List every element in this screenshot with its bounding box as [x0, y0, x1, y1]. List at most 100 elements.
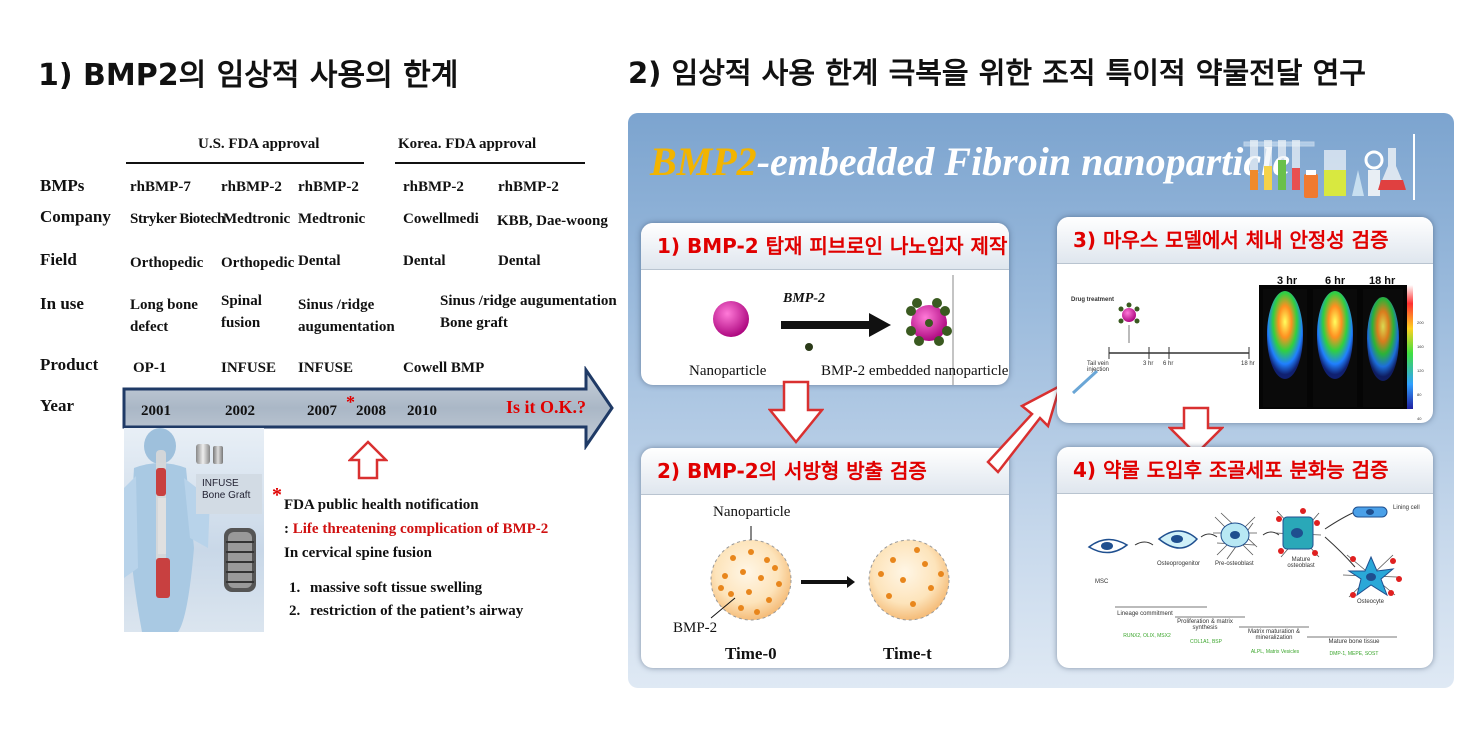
warning-up-arrow: [348, 440, 388, 480]
card-nanoparticle-fabrication: 1) BMP-2 탑재 피브로인 나노입자 제작 BMP-2 Nanoparti…: [641, 223, 1009, 385]
bmps-cell: rhBMP-7: [130, 179, 191, 195]
field-cell: Dental: [298, 253, 341, 269]
mouse-images: [1263, 289, 1403, 407]
notice-item-1: massive soft tissue swelling: [310, 580, 483, 596]
korea-fda-rule: [395, 162, 585, 164]
image-time-label: 18 hr: [1369, 275, 1396, 287]
notice-item-2-num: 2.: [289, 603, 301, 619]
stage-label: Osteocyte: [1357, 599, 1385, 605]
release-bmp2-label: BMP-2: [673, 620, 718, 636]
year-cell: 2001: [141, 403, 171, 419]
marker-label: DMP-1, MEPE, SOST: [1329, 651, 1379, 657]
timeline-tick-label: 6 hr: [1163, 361, 1174, 367]
osteoblast-differentiation-diagram: [1087, 506, 1402, 638]
company-cell: KBB, Dae-woong: [497, 213, 608, 229]
product-cell: INFUSE: [221, 360, 277, 376]
bone-graft-label: Bone Graft: [202, 490, 251, 501]
bmps-cell: rhBMP-2: [498, 179, 559, 195]
row-label-company: Company: [40, 207, 111, 226]
sustained-release-diagram: [710, 526, 950, 621]
bmps-cell: rhBMP-2: [221, 179, 282, 195]
row-label-bmps: BMPs: [40, 176, 85, 195]
nanoparticle-label: Nanoparticle: [689, 363, 767, 379]
bmps-cell: rhBMP-2: [403, 179, 464, 195]
company-cell: Stryker Biotech: [130, 211, 225, 227]
stage-label: Lining cell: [1393, 505, 1420, 511]
notice-line-2: : Life threatening complication of BMP-2: [284, 521, 549, 537]
row-label-product: Product: [40, 355, 99, 374]
image-time-label: 3 hr: [1277, 275, 1298, 287]
row-label-field: Field: [40, 250, 77, 269]
stage-label: Mature osteoblast: [1287, 557, 1315, 569]
in-vivo-stability-diagram: [1071, 285, 1413, 409]
notice-line-3: In cervical spine fusion: [284, 545, 432, 561]
arrow-down-2-icon: [1168, 406, 1224, 456]
product-cell: OP-1: [133, 360, 167, 376]
card-2-title: 2) BMP-2의 서방형 방출 검증: [641, 448, 1009, 495]
stage-label: MSC: [1095, 579, 1109, 585]
product-cell: Cowell BMP: [403, 360, 485, 376]
card-sustained-release: 2) BMP-2의 서방형 방출 검증 Nanoparticle BMP-2 T…: [641, 448, 1009, 668]
notice-item-1-num: 1.: [289, 580, 301, 596]
notice-star: *: [272, 484, 282, 506]
embedded-nanoparticle-label: BMP-2 embedded nanoparticle: [821, 363, 1009, 379]
marker-label: ALPL, Matrix Vesicles: [1250, 649, 1300, 655]
timeline-tick-label: 3 hr: [1143, 361, 1154, 367]
panel-title: BMP2-embedded Fibroin nanoparticle: [650, 139, 1291, 184]
year-cell: 2008: [356, 403, 386, 419]
lab-glassware-icon: [1243, 134, 1415, 200]
timeline-tick-label: 18 hr: [1241, 361, 1255, 367]
phase-label: Lineage commitment: [1117, 611, 1173, 617]
infuse-bone-graft-box: INFUSE Bone Graft: [196, 474, 262, 514]
phase-label: Matrix maturation & mineralization: [1247, 629, 1301, 641]
year-cell: 2002: [225, 403, 255, 419]
field-cell: Orthopedic: [130, 255, 204, 271]
marker-label: COL1A1, BSP: [1190, 639, 1222, 645]
korea-fda-approval-label: Korea. FDA approval: [398, 136, 537, 152]
release-nanoparticle-label: Nanoparticle: [713, 504, 791, 520]
infuse-label: INFUSE: [202, 478, 239, 489]
card-3-title: 3) 마우스 모델에서 체내 안정성 검증: [1057, 217, 1433, 264]
bmps-cell: rhBMP-2: [298, 179, 359, 195]
field-cell: Dental: [498, 253, 541, 269]
arrow-down-1-icon: [768, 380, 824, 444]
bmp2-arrow-label: BMP-2: [783, 291, 825, 306]
card-osteoblast-differentiation: 4) 약물 도입후 조골세포 분화능 검증: [1057, 447, 1433, 668]
implant-cage-icon: [196, 444, 210, 464]
image-time-label: 6 hr: [1325, 275, 1346, 287]
dental-implant-icon: [224, 528, 256, 592]
drug-treatment-label: Drug treatment: [1071, 297, 1115, 303]
notice-item-2: restriction of the patient’s airway: [310, 603, 524, 619]
row-label-in-use: In use: [40, 294, 84, 313]
company-cell: Medtronic: [223, 211, 291, 227]
right-heading: 2) 임상적 사용 한계 극복을 위한 조직 특이적 약물전달 연구: [628, 56, 1366, 90]
left-heading: 1) BMP2의 임상적 사용의 한계: [38, 58, 459, 93]
us-fda-approval-label: U.S. FDA approval: [198, 136, 320, 152]
nanoparticle-fabrication-diagram: [713, 275, 954, 385]
year-cell: 2007: [307, 403, 337, 419]
phase-label: Proliferation & matrix synthesis: [1177, 619, 1233, 631]
card-4-title: 4) 약물 도입후 조골세포 분화능 검증: [1057, 447, 1433, 494]
year-timeline-arrow: [122, 366, 614, 450]
company-cell: Cowellmedi: [403, 211, 479, 227]
marker-label: RUNX2, OLIX, MSX2: [1123, 633, 1171, 639]
field-cell: Dental: [403, 253, 446, 269]
notice-line-1: FDA public health notification: [284, 497, 479, 513]
time-0-label: Time-0: [725, 644, 777, 663]
company-cell: Medtronic: [298, 211, 366, 227]
year-cell: 2010: [407, 403, 437, 419]
time-t-label: Time-t: [883, 644, 932, 663]
field-cell: Orthopedic: [221, 255, 295, 271]
stage-label: Pre-osteoblast: [1215, 561, 1254, 567]
us-fda-rule: [126, 162, 364, 164]
row-label-year: Year: [40, 396, 74, 415]
stage-label: Osteoprogenitor: [1157, 561, 1201, 567]
is-it-ok-label: Is it O.K.?: [506, 397, 587, 417]
implant-screw-icon: [213, 446, 223, 464]
